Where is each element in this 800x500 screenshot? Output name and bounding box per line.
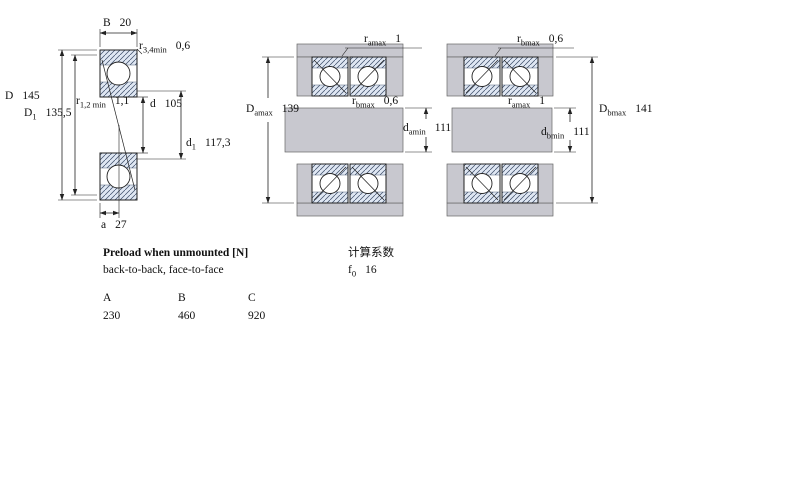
arrangement-back-to-back (262, 43, 432, 217)
dim-base: d (150, 98, 156, 110)
dim-base: r (76, 95, 80, 107)
dim-sub: bmax (355, 99, 375, 110)
dim-r34-label: r3,4min 0,6 (139, 40, 190, 55)
dim-base: r (508, 95, 512, 107)
dim-base: B (103, 17, 111, 29)
dim-D-label: D 145 (5, 90, 40, 105)
dim-sub: bmax (607, 107, 627, 118)
dim-sub: 1,2 min (79, 99, 106, 110)
preload-col-header-c: C (248, 292, 256, 304)
dim-value: 1 (395, 33, 402, 45)
preload-value-b: 460 (178, 310, 196, 322)
dim-base: r (364, 33, 368, 45)
dim-dbmin-label: dbmin 111 (541, 126, 590, 141)
dim-B-label: B 20 (103, 17, 131, 32)
f0-factor: f0 16 (348, 264, 377, 279)
preload-col-header-a: A (103, 292, 112, 304)
dim-base: d (403, 122, 409, 134)
dim-value: 105 (164, 98, 182, 110)
dim-sub: amax (367, 37, 387, 48)
dim-value: 27 (115, 219, 127, 231)
preload-subtitle: back-to-back, face-to-face (103, 264, 224, 276)
dim-sub: amin (408, 126, 426, 137)
dim-base: D (599, 103, 608, 115)
dim-sub: amax (511, 99, 531, 110)
dim-Damax-label: Damax 139 (246, 103, 299, 118)
dim-value: 135,5 (45, 107, 72, 119)
dim-Dbmax-label: Dbmax 141 (599, 103, 652, 118)
dim-value: 1,1 (114, 95, 130, 107)
dim-value: 139 (281, 103, 299, 115)
dim-base: r (517, 33, 521, 45)
dim-value: 145 (22, 90, 40, 102)
dim-base: D (5, 90, 14, 102)
dim-value: 20 (119, 17, 132, 29)
dim-base: f (348, 264, 352, 276)
dim-sub: bmin (546, 130, 565, 141)
dim-sub: 0 (351, 268, 357, 279)
dim-base: r (352, 95, 356, 107)
preload-col-header-b: B (178, 292, 186, 304)
dim-damin-label: damin 111 (403, 122, 451, 137)
dim-sub: 1 (32, 111, 37, 122)
dim-value: 0,6 (548, 33, 564, 45)
dim-rbmax-top-label: rbmax 0,6 (517, 33, 563, 48)
dim-d-label: d 105 (150, 98, 182, 113)
dim-base: r (139, 40, 143, 52)
dim-sub: 3,4min (142, 44, 167, 55)
dim-ramax-label: ramax 1 (508, 95, 545, 110)
dim-value: 0,6 (175, 40, 191, 52)
dim-D1-label: D1 135,5 (24, 107, 71, 122)
calculation-factors-title: 计算系数 (348, 247, 394, 259)
dim-rbmax-label: rbmax 0,6 (352, 95, 398, 110)
bearing-cross-section (58, 29, 186, 218)
dim-value: 141 (635, 103, 653, 115)
dim-value: 0,6 (383, 95, 399, 107)
dim-value: 111 (434, 122, 452, 134)
dim-base: D (24, 107, 33, 119)
dim-r12-label: r1,2 min 1,1 (76, 95, 129, 110)
dim-a-label: a 27 (101, 219, 127, 234)
dim-d1-label: d1 117,3 (186, 137, 230, 152)
dim-value: 117,3 (205, 137, 231, 149)
dim-value: 111 (573, 126, 590, 138)
dim-value: 16 (365, 264, 377, 276)
preload-value-a: 230 (103, 310, 121, 322)
preload-title: Preload when unmounted [N] (103, 247, 249, 259)
dim-base: d (541, 126, 547, 138)
dim-base: D (246, 103, 255, 115)
dim-sub: bmax (520, 37, 540, 48)
preload-value-c: 920 (248, 310, 266, 322)
dim-sub: amax (254, 107, 273, 118)
dim-value: 1 (539, 95, 546, 107)
dim-sub: 1 (191, 141, 196, 152)
arrangement-face-to-face (446, 43, 598, 217)
dim-base: a (101, 219, 107, 231)
dim-base: d (186, 137, 192, 149)
dim-ramax-top-label: ramax 1 (364, 33, 401, 48)
